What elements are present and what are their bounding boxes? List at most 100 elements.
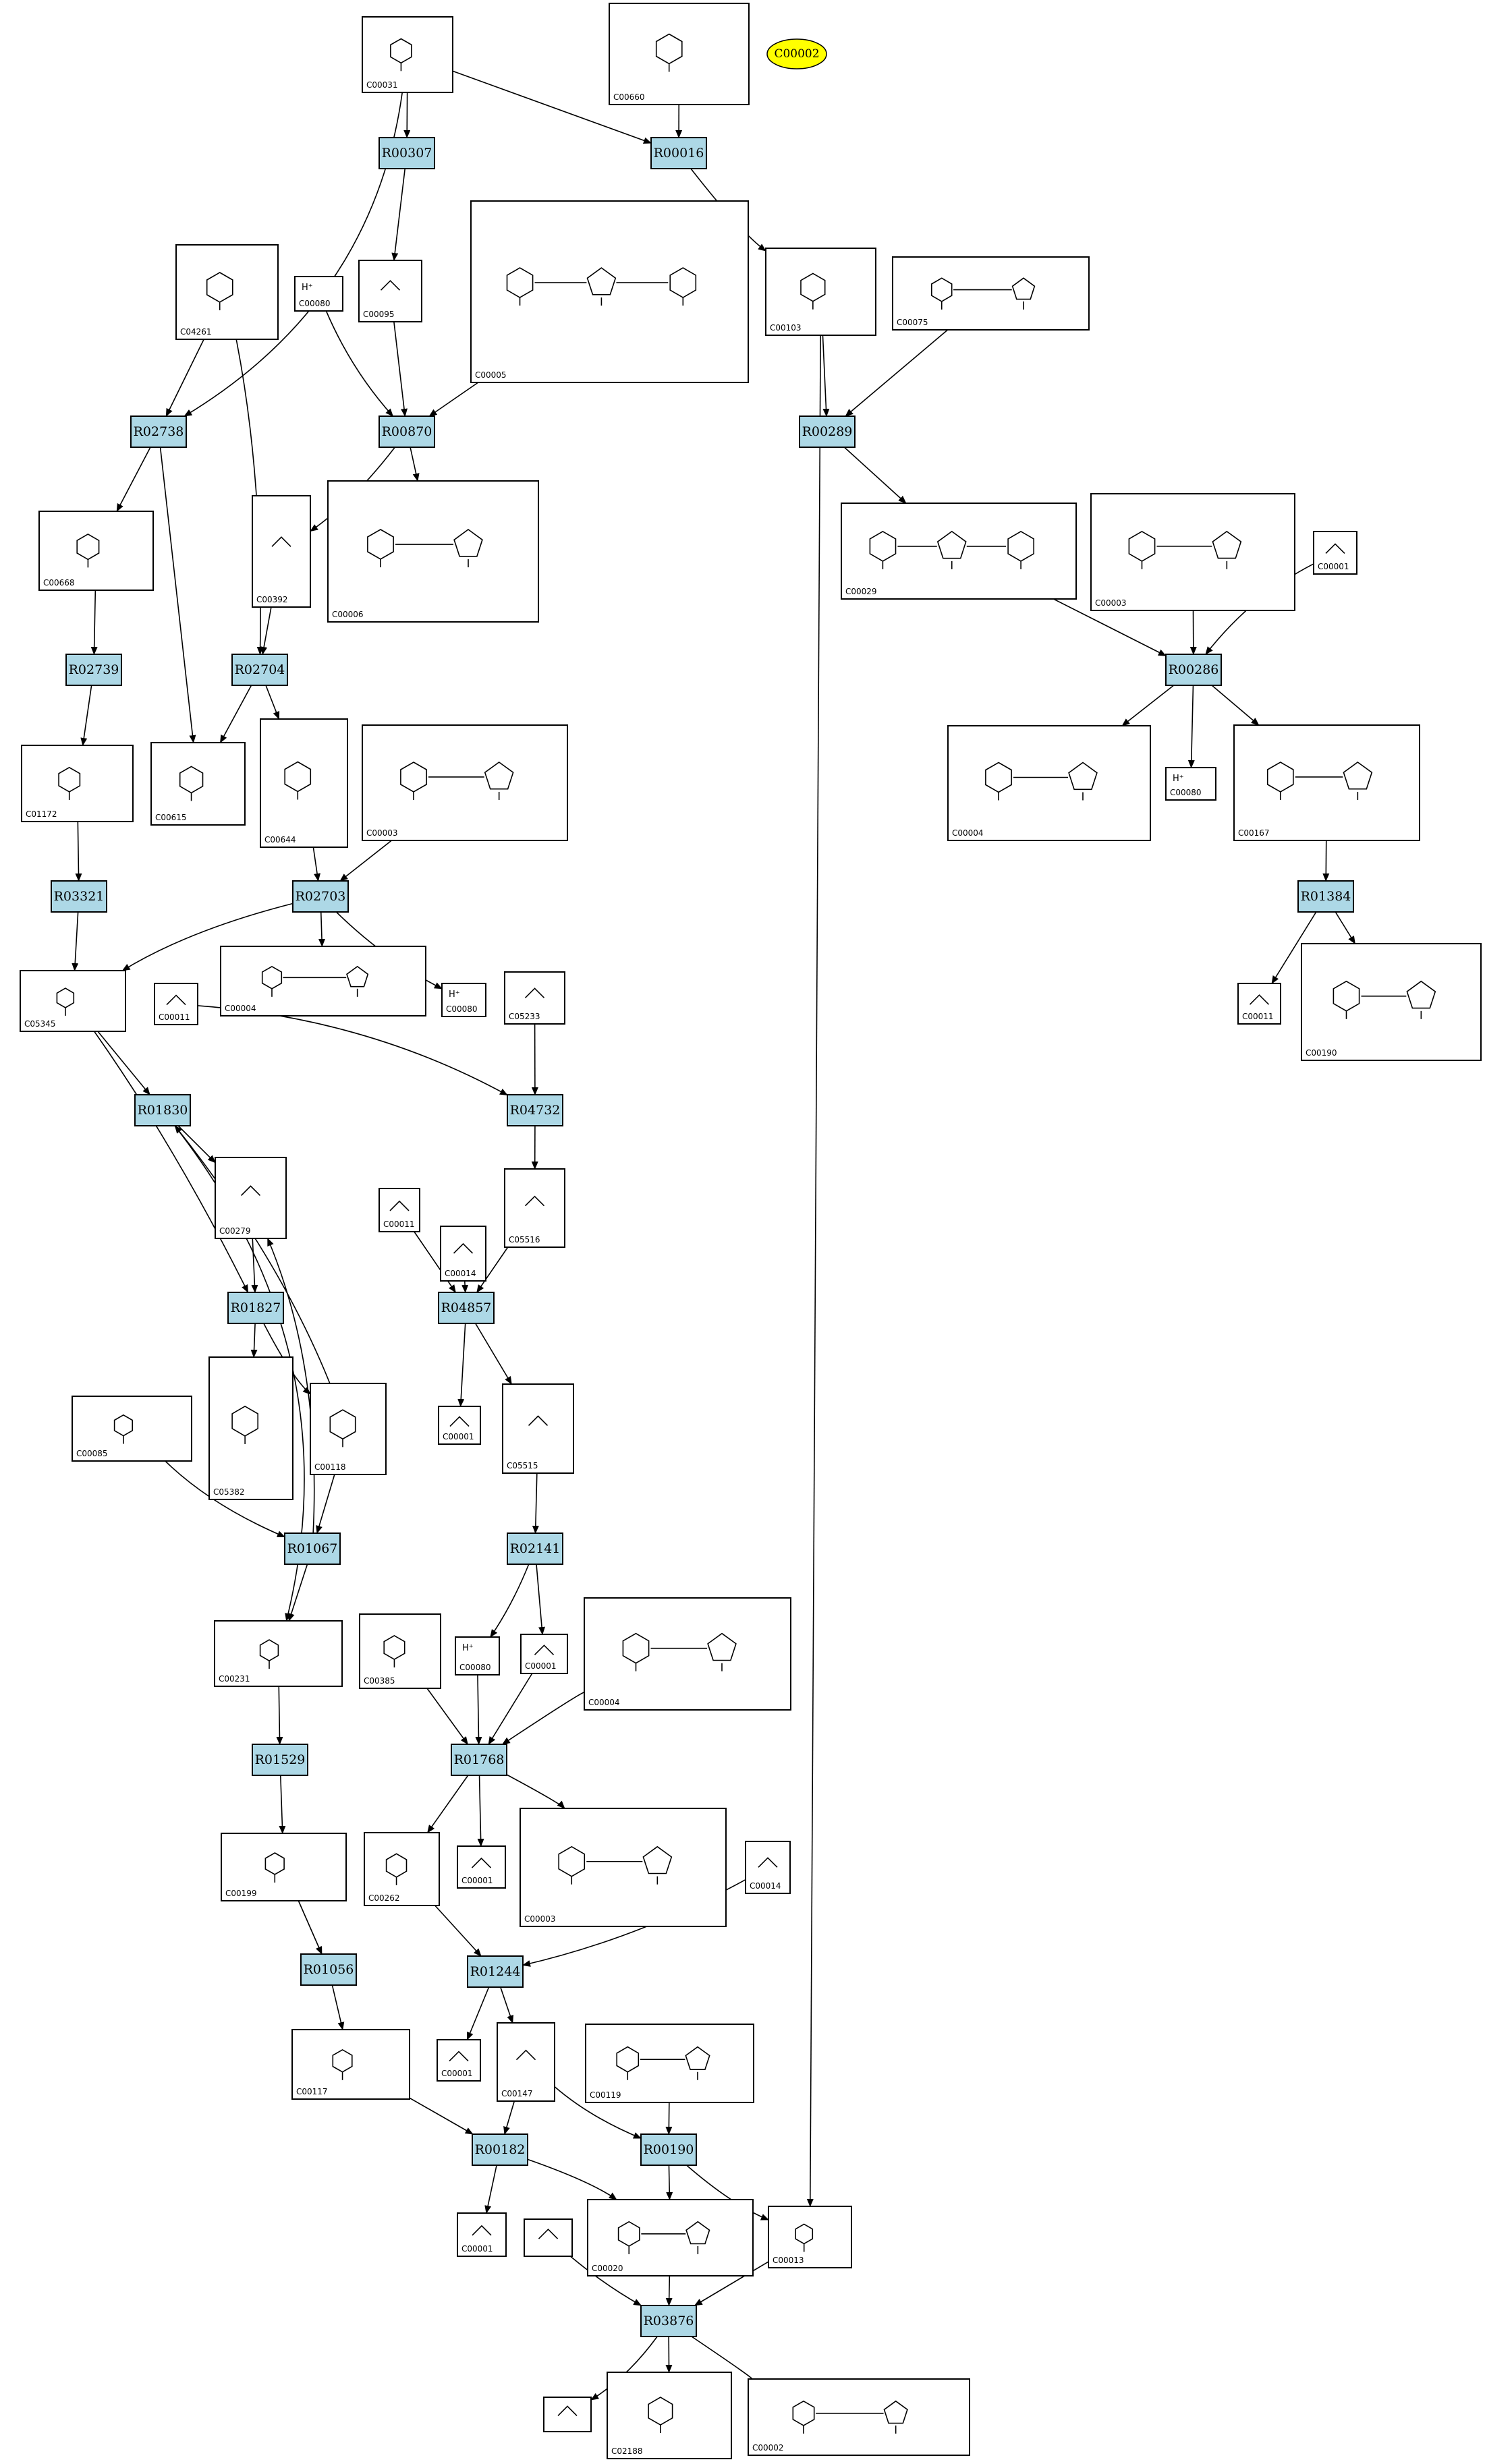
compound-id: C00080 (446, 1004, 478, 1014)
compound-node[interactable]: C00003 (362, 724, 568, 841)
reaction-box (799, 416, 856, 448)
reaction-node[interactable]: R00286 (1165, 654, 1222, 686)
compound-node[interactable] (543, 2397, 592, 2432)
reaction-node[interactable]: R00190 (640, 2133, 697, 2166)
reaction-node[interactable]: R01067 (284, 1532, 341, 1565)
compound-node[interactable]: C05515 (502, 1383, 574, 1474)
reaction-node[interactable]: R00182 (472, 2133, 528, 2166)
compound-node[interactable]: C00001 (457, 2212, 507, 2257)
compound-node[interactable]: C00615 (150, 742, 246, 826)
compound-node[interactable]: C00004 (947, 725, 1151, 841)
compound-node[interactable]: C05516 (504, 1168, 565, 1248)
reaction-node[interactable]: R01529 (252, 1744, 308, 1776)
compound-node[interactable]: C00011 (1237, 983, 1281, 1025)
compound-node[interactable]: C00013 (768, 2206, 852, 2268)
reaction-edge (197, 1005, 508, 1096)
compound-node[interactable]: C00001 (438, 1406, 481, 1445)
compound-node[interactable]: C00003 (1090, 493, 1295, 611)
reaction-label: R00190 (644, 2142, 694, 2157)
compound-node[interactable]: C00085 (72, 1396, 192, 1462)
legend: C00002 (766, 38, 827, 69)
compound-node[interactable]: H⁺C00080 (455, 1636, 500, 1675)
compound-node[interactable]: C00006 (327, 480, 539, 623)
compound-node[interactable]: C00262 (364, 1832, 440, 1906)
reaction-node[interactable]: R00289 (799, 416, 856, 448)
compound-node[interactable]: C00001 (437, 2039, 481, 2082)
reaction-node[interactable]: R00870 (379, 416, 435, 448)
compound-node[interactable]: C05345 (20, 970, 126, 1032)
compound-node[interactable]: C00002 (748, 2378, 970, 2456)
compound-box (520, 1634, 568, 1674)
reaction-label: R00016 (654, 146, 704, 161)
reaction-node[interactable]: R00307 (379, 137, 435, 169)
compound-node[interactable]: C04261 (175, 244, 279, 340)
molecule-structure-icon (284, 761, 312, 800)
reaction-label: R03876 (644, 2314, 694, 2328)
compound-node[interactable]: C00385 (359, 1613, 441, 1689)
compound-node[interactable]: C00190 (1301, 943, 1482, 1061)
compound-node[interactable]: C05382 (208, 1356, 293, 1500)
compound-node[interactable]: C00660 (609, 3, 750, 105)
compound-node[interactable]: C00001 (457, 1845, 506, 1889)
compound-node[interactable]: C00020 (587, 2199, 754, 2276)
compound-id: C00003 (366, 828, 398, 838)
reaction-node[interactable]: R01244 (467, 1955, 524, 1988)
compound-box (175, 244, 279, 340)
compound-node[interactable]: C00014 (745, 1841, 791, 1894)
compound-node[interactable]: C00095 (358, 260, 422, 322)
compound-node[interactable]: C00031 (362, 16, 453, 93)
reaction-box (1297, 880, 1354, 913)
compound-node[interactable]: C00117 (291, 2029, 410, 2100)
reaction-node[interactable]: R03876 (640, 2305, 697, 2337)
compound-id: C00147 (501, 2089, 533, 2098)
compound-node[interactable]: C00011 (379, 1188, 420, 1232)
reaction-node[interactable]: R02704 (231, 654, 288, 686)
compound-node[interactable]: C00199 (221, 1833, 347, 1901)
reaction-label: R02738 (134, 424, 184, 439)
compound-node[interactable]: C00011 (154, 983, 198, 1025)
compound-node[interactable]: C01172 (21, 745, 134, 822)
reaction-node[interactable]: R04857 (438, 1292, 495, 1324)
reaction-node[interactable]: R02739 (65, 654, 122, 686)
compound-node[interactable]: C00103 (765, 248, 876, 336)
compound-node[interactable]: C00003 (520, 1808, 727, 1927)
compound-id: C05233 (509, 1012, 540, 1021)
compound-node[interactable]: C05233 (504, 971, 565, 1025)
compound-node[interactable]: C00119 (585, 2024, 754, 2103)
reaction-node[interactable]: R00016 (650, 137, 707, 169)
compound-node[interactable]: H⁺C00080 (441, 983, 486, 1017)
reaction-node[interactable]: R03321 (51, 880, 107, 913)
reaction-label: R02704 (235, 662, 285, 677)
reaction-node[interactable]: R01768 (451, 1744, 507, 1776)
compound-node[interactable]: H⁺C00080 (1165, 767, 1216, 801)
compound-node[interactable]: C00147 (497, 2022, 555, 2102)
compound-box (584, 1597, 791, 1711)
compound-node[interactable]: C00644 (260, 718, 348, 848)
reaction-node[interactable]: R01830 (134, 1094, 191, 1126)
compound-node[interactable]: C00279 (215, 1157, 287, 1239)
compound-node[interactable]: C00392 (252, 495, 311, 608)
compound-node[interactable]: C00118 (310, 1383, 387, 1475)
reaction-node[interactable]: R04732 (507, 1094, 563, 1126)
compound-node[interactable]: C00005 (470, 200, 749, 383)
reaction-node[interactable]: R01827 (227, 1292, 284, 1324)
compound-node[interactable]: C00014 (440, 1226, 486, 1282)
compound-node[interactable]: C00004 (584, 1597, 791, 1711)
compound-node[interactable]: C00029 (841, 503, 1077, 600)
compound-node[interactable]: C00231 (214, 1620, 343, 1687)
reaction-node[interactable]: R01384 (1297, 880, 1354, 913)
reaction-node[interactable]: R02141 (507, 1532, 563, 1565)
compound-node[interactable]: H⁺C00080 (294, 276, 343, 312)
reaction-node[interactable]: R01056 (300, 1953, 357, 1986)
reaction-edge (316, 1474, 335, 1534)
compound-node[interactable]: C00001 (1313, 531, 1357, 575)
compound-node[interactable]: C00001 (520, 1634, 568, 1674)
reaction-node[interactable]: R02738 (130, 416, 187, 448)
compound-node[interactable]: C00668 (38, 511, 154, 591)
compound-node[interactable]: C00004 (220, 946, 426, 1016)
reaction-node[interactable]: R02703 (292, 880, 349, 913)
compound-node[interactable]: C00167 (1233, 724, 1420, 841)
compound-node[interactable] (524, 2218, 573, 2257)
compound-node[interactable]: C00075 (892, 256, 1090, 331)
compound-node[interactable]: C02188 (607, 2372, 732, 2459)
